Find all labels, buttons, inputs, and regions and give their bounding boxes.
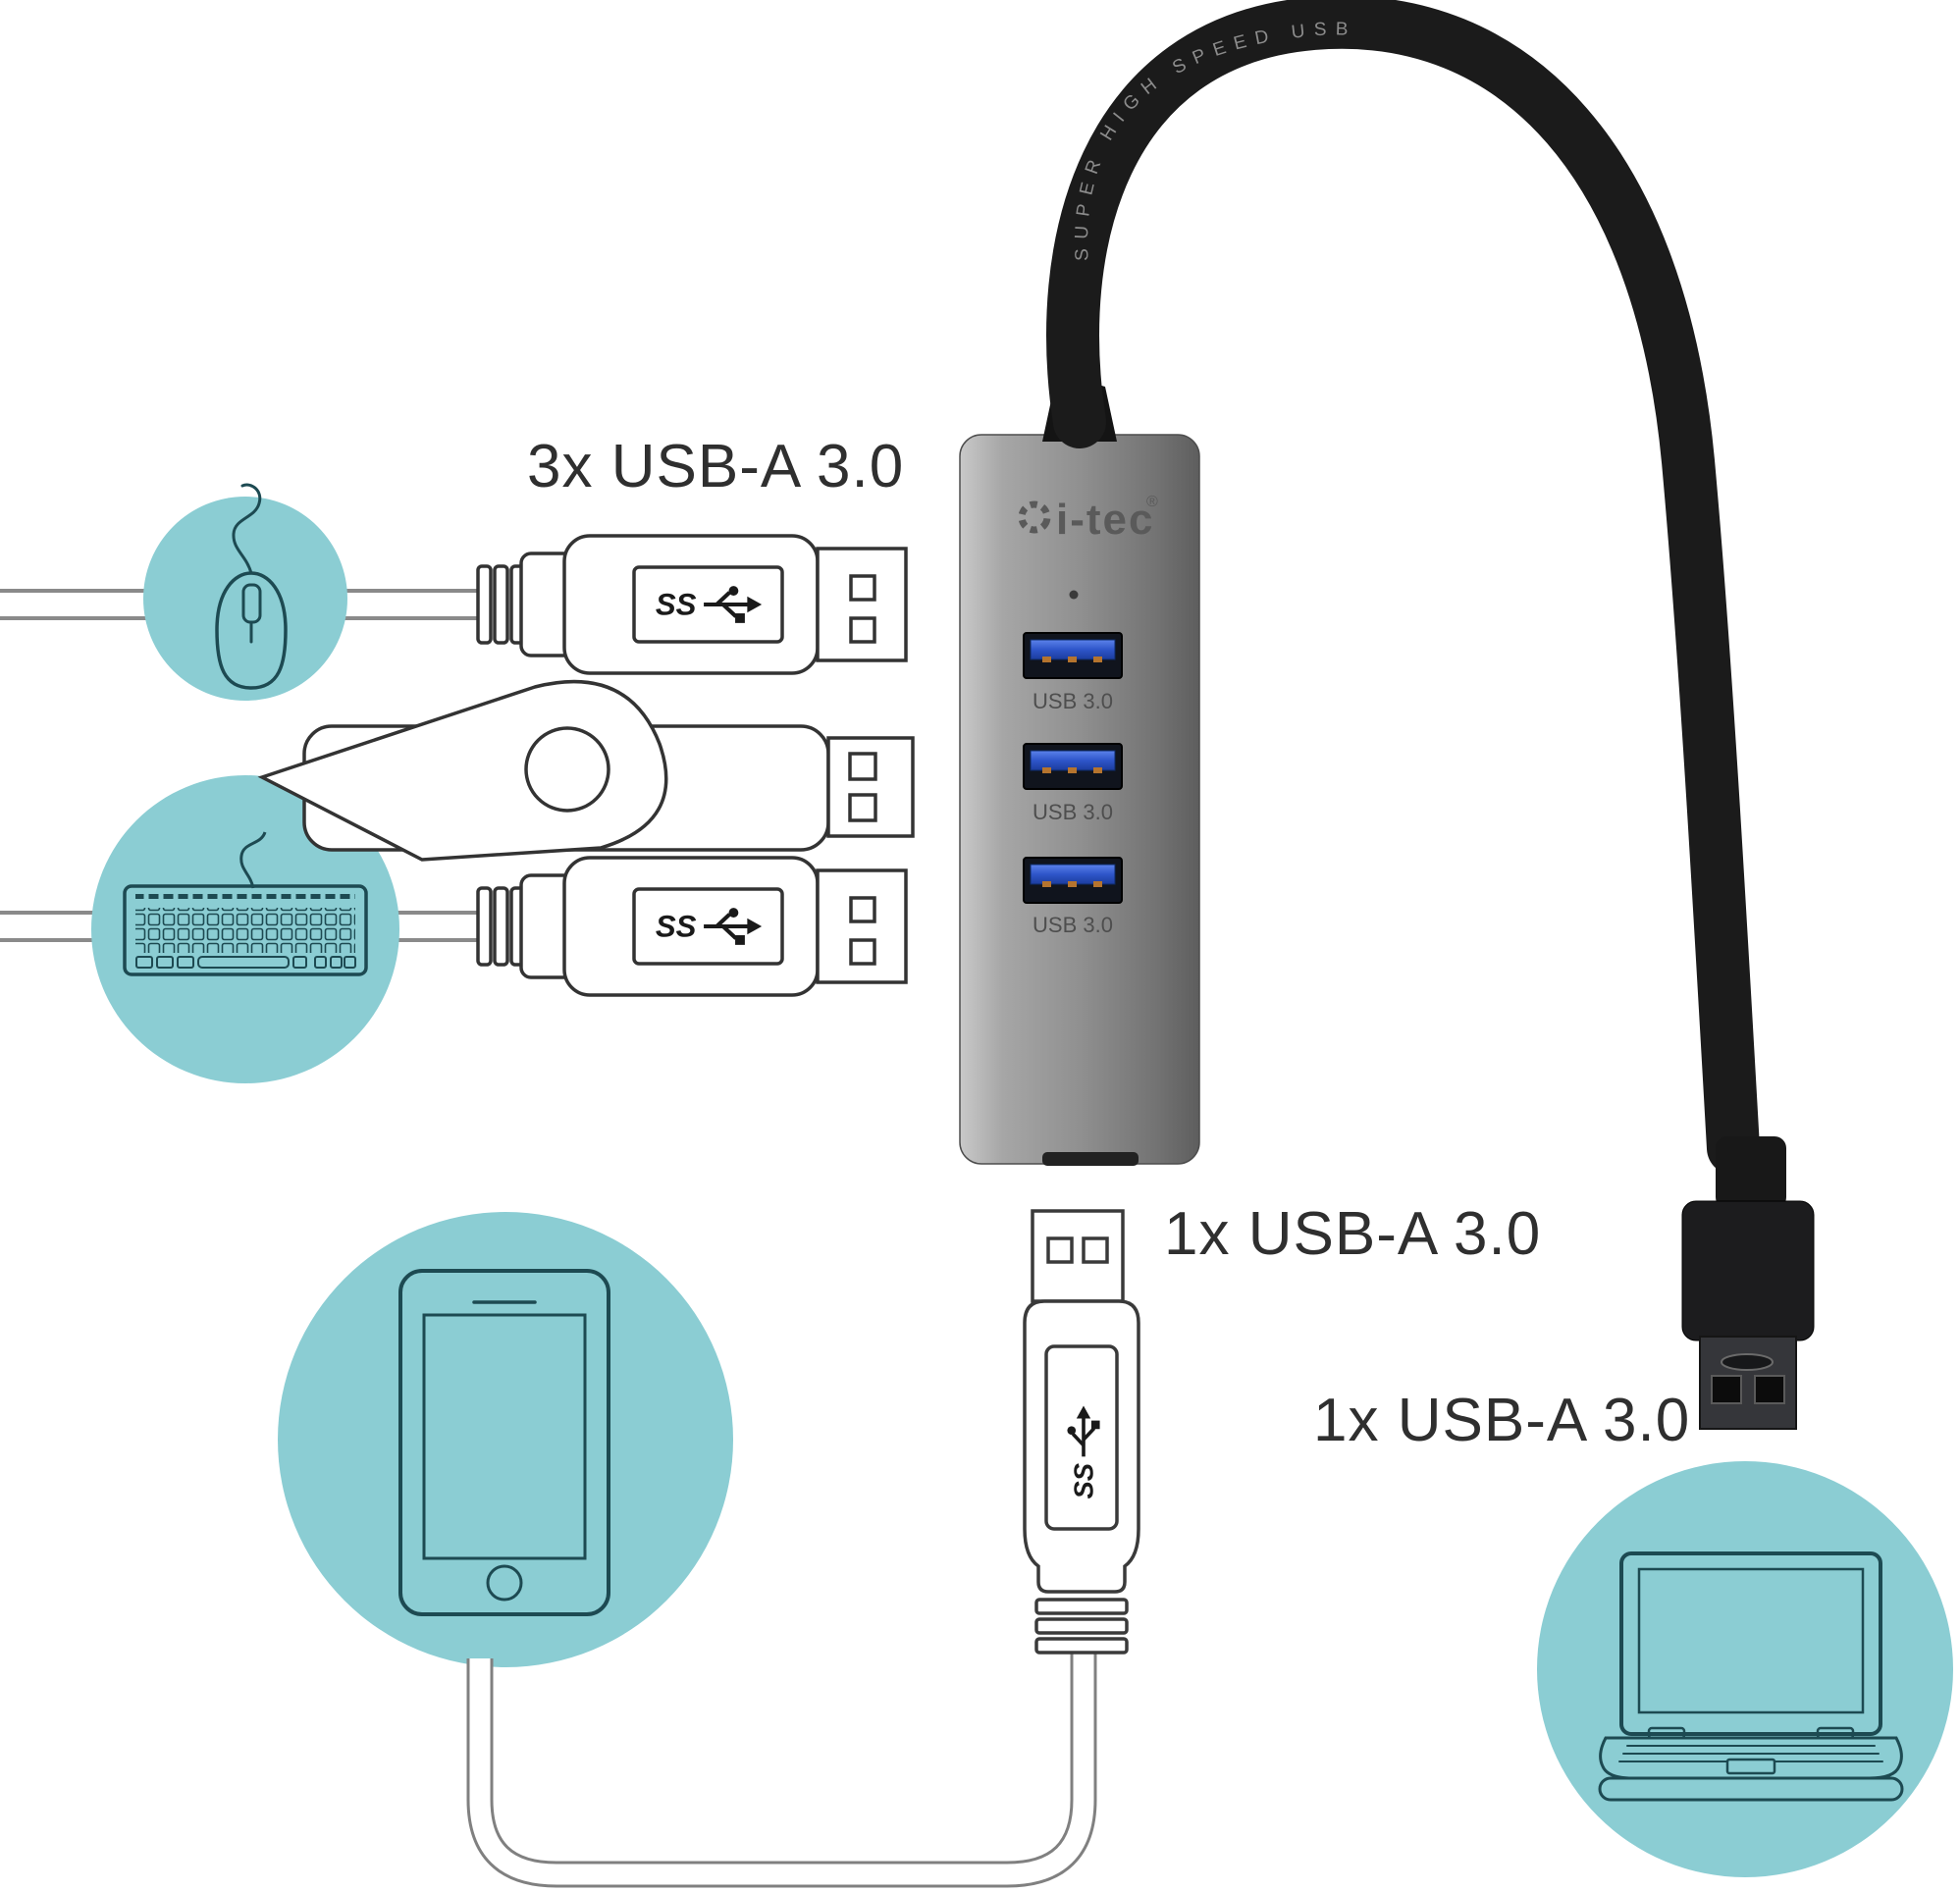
keyboard-icon (123, 831, 368, 976)
flash-drive-icon (257, 679, 915, 862)
itec-brand-text: i-tec (1056, 496, 1154, 544)
label-host-plug: 1x USB-A 3.0 (1313, 1387, 1691, 1454)
port-label: USB 3.0 (1033, 689, 1113, 713)
label-upstream-port: 1x USB-A 3.0 (1164, 1200, 1542, 1268)
itec-logo: i-tec ® (1018, 494, 1158, 544)
phone-icon (398, 1269, 610, 1616)
label-downstream-ports: 3x USB-A 3.0 (527, 433, 905, 500)
mouse-circle-badge (143, 497, 347, 701)
usb-port-3: USB 3.0 (1023, 857, 1123, 937)
laptop-icon (1598, 1551, 1904, 1802)
usb-port-2: USB 3.0 (1023, 743, 1123, 824)
port-label: USB 3.0 (1033, 800, 1113, 824)
mouse-icon (215, 483, 288, 690)
keyboard-usb-connector (478, 858, 906, 995)
host-usb-plug (1681, 1136, 1815, 1430)
itec-logo-mark (1018, 500, 1051, 534)
mouse-usb-connector (478, 536, 906, 673)
port-label: USB 3.0 (1033, 913, 1113, 937)
registered-mark: ® (1146, 494, 1158, 510)
flash-drive-swivel-cover (257, 679, 668, 862)
led-indicator (1069, 590, 1079, 600)
hub-bottom-port (1042, 1152, 1139, 1166)
phone-circle-badge (278, 1212, 733, 1667)
laptop-circle-badge (1537, 1461, 1953, 1877)
phone-to-hub-cable (466, 1645, 1097, 1888)
cable-marking-text: SUPER HIGH SPEED USB (1072, 19, 1357, 261)
upstream-usb-connector (1023, 1209, 1140, 1655)
usb-hub: i-tec ® USB 3.0 USB 3.0 (959, 434, 1200, 1166)
usb-port-1: USB 3.0 (1023, 632, 1123, 713)
